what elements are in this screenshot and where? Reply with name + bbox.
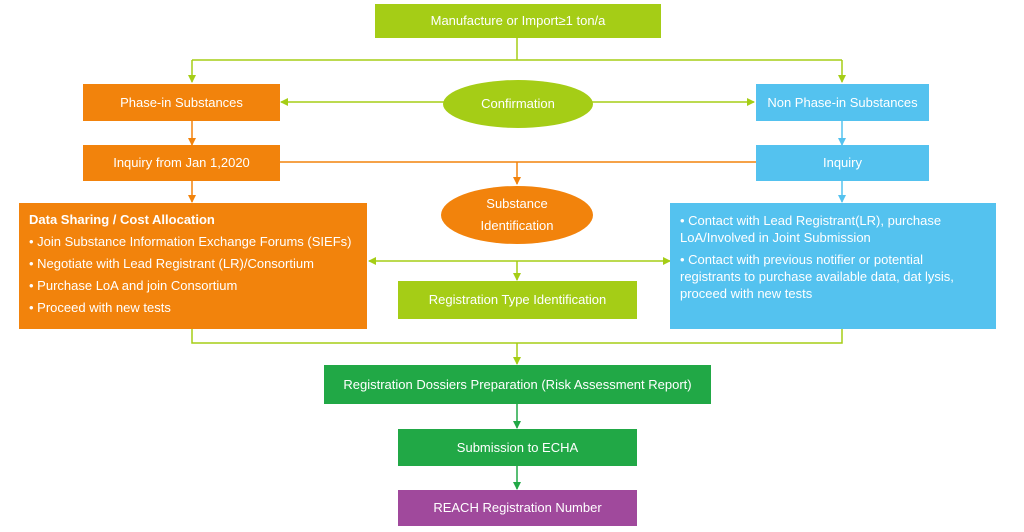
dossier-box: Registration Dossiers Preparation (Risk …: [324, 365, 711, 404]
inquiry-jan-box: Inquiry from Jan 1,2020: [83, 145, 280, 181]
list-item: Contact with previous notifier or potent…: [680, 251, 986, 302]
line-manufacture-split: [192, 38, 842, 61]
list-item: Purchase LoA and join Consortium: [29, 277, 357, 294]
inquiry-jan-label: Inquiry from Jan 1,2020: [113, 155, 250, 171]
dossier-label: Registration Dossiers Preparation (Risk …: [343, 376, 692, 392]
contact-list: Contact with Lead Registrant(LR), purcha…: [680, 212, 986, 302]
non-phase-in-label: Non Phase-in Substances: [767, 94, 918, 110]
reg-type-label: Registration Type Identification: [428, 292, 607, 308]
inquiry-label: Inquiry: [822, 155, 863, 171]
contact-box: Contact with Lead Registrant(LR), purcha…: [670, 203, 996, 329]
manufacture-box: Manufacture or Import≥1 ton/a: [375, 4, 661, 38]
data-sharing-box: Data Sharing / Cost Allocation Join Subs…: [19, 203, 367, 329]
non-phase-in-box: Non Phase-in Substances: [756, 84, 929, 121]
line-bottom-merge: [191, 329, 843, 344]
substance-id-label: Substance Identification: [480, 196, 554, 233]
confirmation-ellipse: Confirmation: [443, 80, 593, 128]
data-sharing-list: Join Substance Information Exchange Foru…: [29, 233, 357, 316]
submission-box: Submission to ECHA: [398, 429, 637, 466]
list-item: Contact with Lead Registrant(LR), purcha…: [680, 212, 986, 246]
reg-type-box: Registration Type Identification: [398, 281, 637, 319]
reach-box: REACH Registration Number: [398, 490, 637, 526]
submission-label: Submission to ECHA: [456, 439, 579, 455]
substance-id-ellipse: Substance Identification: [441, 186, 593, 244]
list-item: Join Substance Information Exchange Foru…: [29, 233, 357, 250]
reach-label: REACH Registration Number: [433, 500, 602, 516]
phase-in-box: Phase-in Substances: [83, 84, 280, 121]
data-sharing-title: Data Sharing / Cost Allocation: [29, 212, 215, 227]
manufacture-label: Manufacture or Import≥1 ton/a: [430, 13, 606, 29]
list-item: Negotiate with Lead Registrant (LR)/Cons…: [29, 255, 357, 272]
phase-in-label: Phase-in Substances: [120, 94, 243, 110]
confirmation-label: Confirmation: [481, 96, 555, 112]
list-item: Proceed with new tests: [29, 299, 357, 316]
inquiry-box: Inquiry: [756, 145, 929, 181]
